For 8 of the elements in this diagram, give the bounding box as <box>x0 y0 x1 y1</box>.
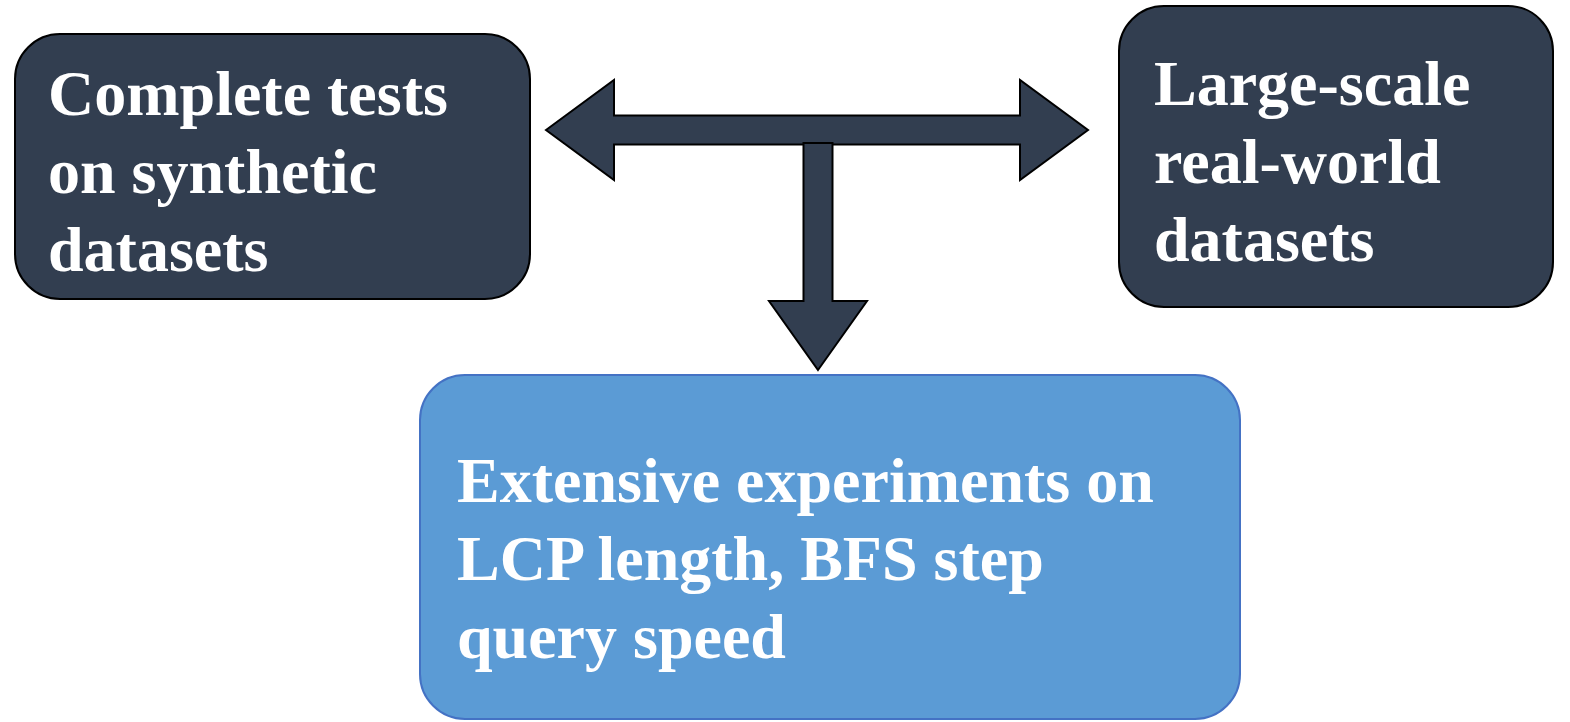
block-arrow <box>544 78 1090 182</box>
box-label: Extensive experiments on LCP length, BFS step query speed <box>457 444 1155 674</box>
block-arrow <box>767 142 869 372</box>
process-box <box>1118 5 1554 308</box>
box-label: Complete tests on synthetic datasets <box>48 57 449 287</box>
result-box <box>419 374 1241 720</box>
process-box <box>14 33 531 300</box>
box-label: Large-scale real-world datasets <box>1154 47 1472 277</box>
